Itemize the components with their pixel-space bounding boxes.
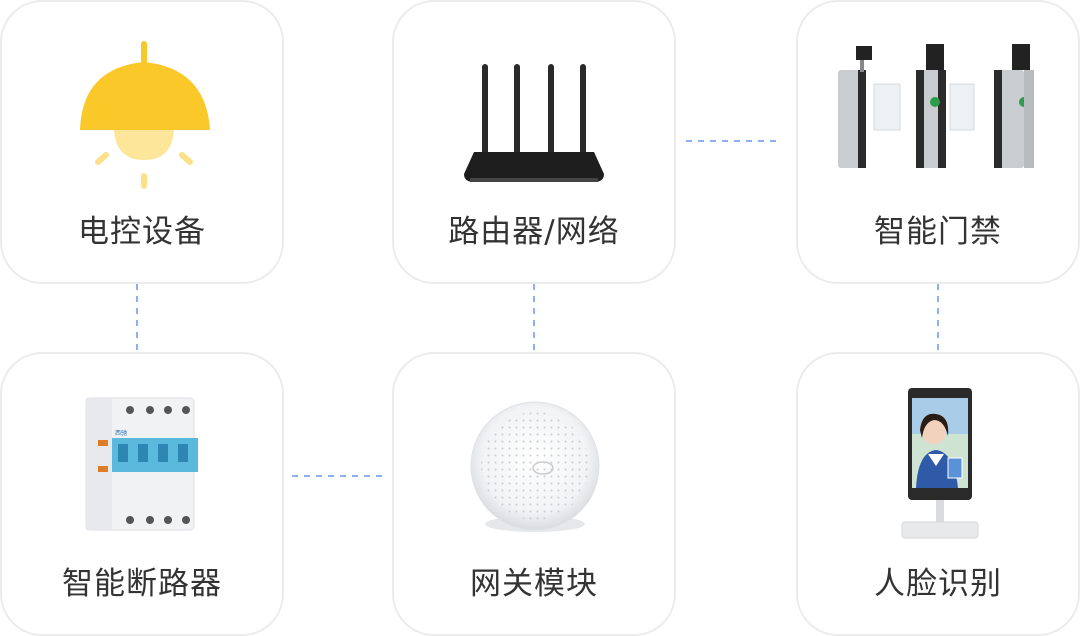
device-label: 电控设备 [78,214,206,250]
device-card-gateway-module: 网关模块 [392,352,676,636]
device-label: 路由器/网络 [448,214,620,250]
connector-router-gateway [533,284,535,354]
device-label: 智能断路器 [62,566,222,602]
ceiling-lamp-icon [80,41,210,189]
circuit-breaker-icon [85,397,198,531]
connector-gate-face [937,284,939,354]
device-card-circuit-breaker: 西驰 智能断路器 [0,352,284,636]
gateway-module-icon [470,401,600,532]
breaker-badge: 西驰 [115,430,128,437]
connector-router-gate [686,140,778,142]
turnstile-gate-icon [838,44,1034,168]
device-card-access-control: 智能门禁 [796,0,1080,284]
device-label: 网关模块 [470,566,598,602]
device-card-face-recognition: 人脸识别 [796,352,1080,636]
device-label: 智能门禁 [874,214,1002,250]
connector-lamp-breaker [136,284,138,354]
connector-breaker-gateway [292,475,384,477]
device-label: 人脸识别 [874,566,1002,602]
router-icon [464,64,604,182]
device-card-electric-control: 电控设备 [0,0,284,284]
face-recognition-terminal-icon [901,388,979,539]
device-card-router: 路由器/网络 [392,0,676,284]
